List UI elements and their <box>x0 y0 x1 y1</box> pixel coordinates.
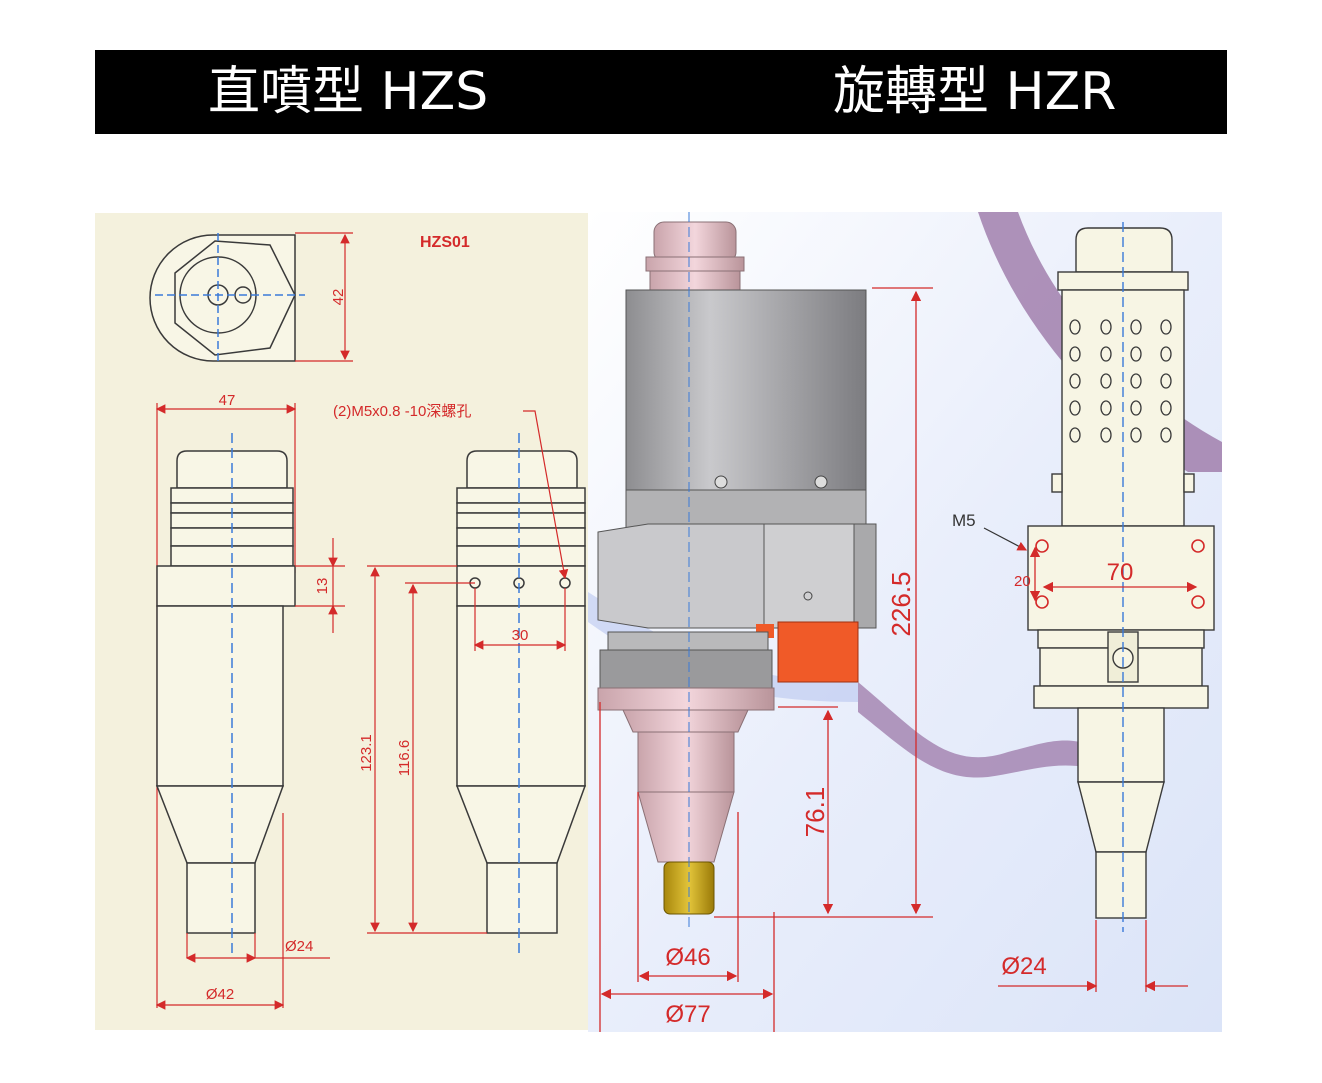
hzs-drawing: 42 HZS01 47 13 Ø24 Ø <box>95 213 588 1030</box>
hzr-drawing: 226.5 76.1 Ø46 Ø77 M5 <box>588 212 1222 1032</box>
dim-30: 30 <box>512 627 529 644</box>
header-bar: 直噴型 HZS 旋轉型 HZR <box>95 50 1227 134</box>
hzr-line-drawing <box>1027 222 1215 932</box>
dim-d46: Ø46 <box>665 944 710 971</box>
dim-d42: Ø42 <box>206 986 234 1003</box>
dim-20: 20 <box>1014 573 1031 590</box>
dim-70: 70 <box>1107 559 1134 586</box>
dim-d24: Ø24 <box>285 938 313 955</box>
hzr-hole-grid <box>1069 319 1172 443</box>
hzs-title: 直噴型 HZS <box>208 62 489 122</box>
thread-note: (2)M5x0.8 -10深螺孔 <box>333 403 471 420</box>
dim-116: 116.6 <box>396 740 413 776</box>
hzr-title: 旋轉型 HZR <box>833 62 1117 122</box>
dim-d77: Ø77 <box>665 1001 710 1028</box>
dim-13: 13 <box>314 578 331 595</box>
model-label: HZS01 <box>420 234 470 251</box>
hzr-body-3d <box>597 212 877 932</box>
dim-47: 47 <box>219 392 236 409</box>
dim-226: 226.5 <box>886 571 916 636</box>
dim-76: 76.1 <box>800 787 830 838</box>
hzs-front-body <box>155 433 296 953</box>
hzs-side-body <box>455 433 587 953</box>
hzr-mount-holes <box>1035 539 1205 609</box>
dim-123: 123.1 <box>358 734 375 772</box>
dim-42-top: 42 <box>330 289 347 306</box>
m5-label: M5 <box>952 511 976 530</box>
hzs-top-view <box>149 233 305 363</box>
dim-d24-hzr: Ø24 <box>1001 953 1046 980</box>
